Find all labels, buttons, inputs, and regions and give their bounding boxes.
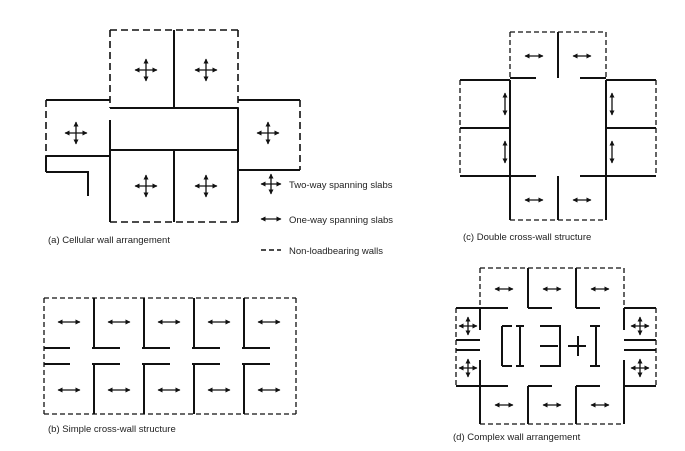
caption-c: (c) Double cross-wall structure	[463, 232, 591, 243]
legend-two-way-label: Two-way spanning slabs	[289, 180, 393, 191]
figure-b-simple-cross-wall	[43, 297, 297, 415]
figure-a-cellular	[45, 29, 301, 223]
figure-c-double-cross-wall	[459, 31, 657, 221]
legend-one-way-label: One-way spanning slabs	[289, 215, 393, 226]
figure-d-complex	[455, 267, 657, 425]
caption-d: (d) Complex wall arrangement	[453, 432, 581, 443]
caption-b: (b) Simple cross-wall structure	[48, 424, 176, 435]
caption-a: (a) Cellular wall arrangement	[48, 235, 170, 246]
legend-non-load-label: Non-loadbearing walls	[289, 246, 383, 257]
two-way-slab-icon	[260, 173, 282, 195]
legend: Two-way spanning slabs One-way spanning …	[260, 173, 393, 257]
slab-arrows	[57, 53, 650, 408]
